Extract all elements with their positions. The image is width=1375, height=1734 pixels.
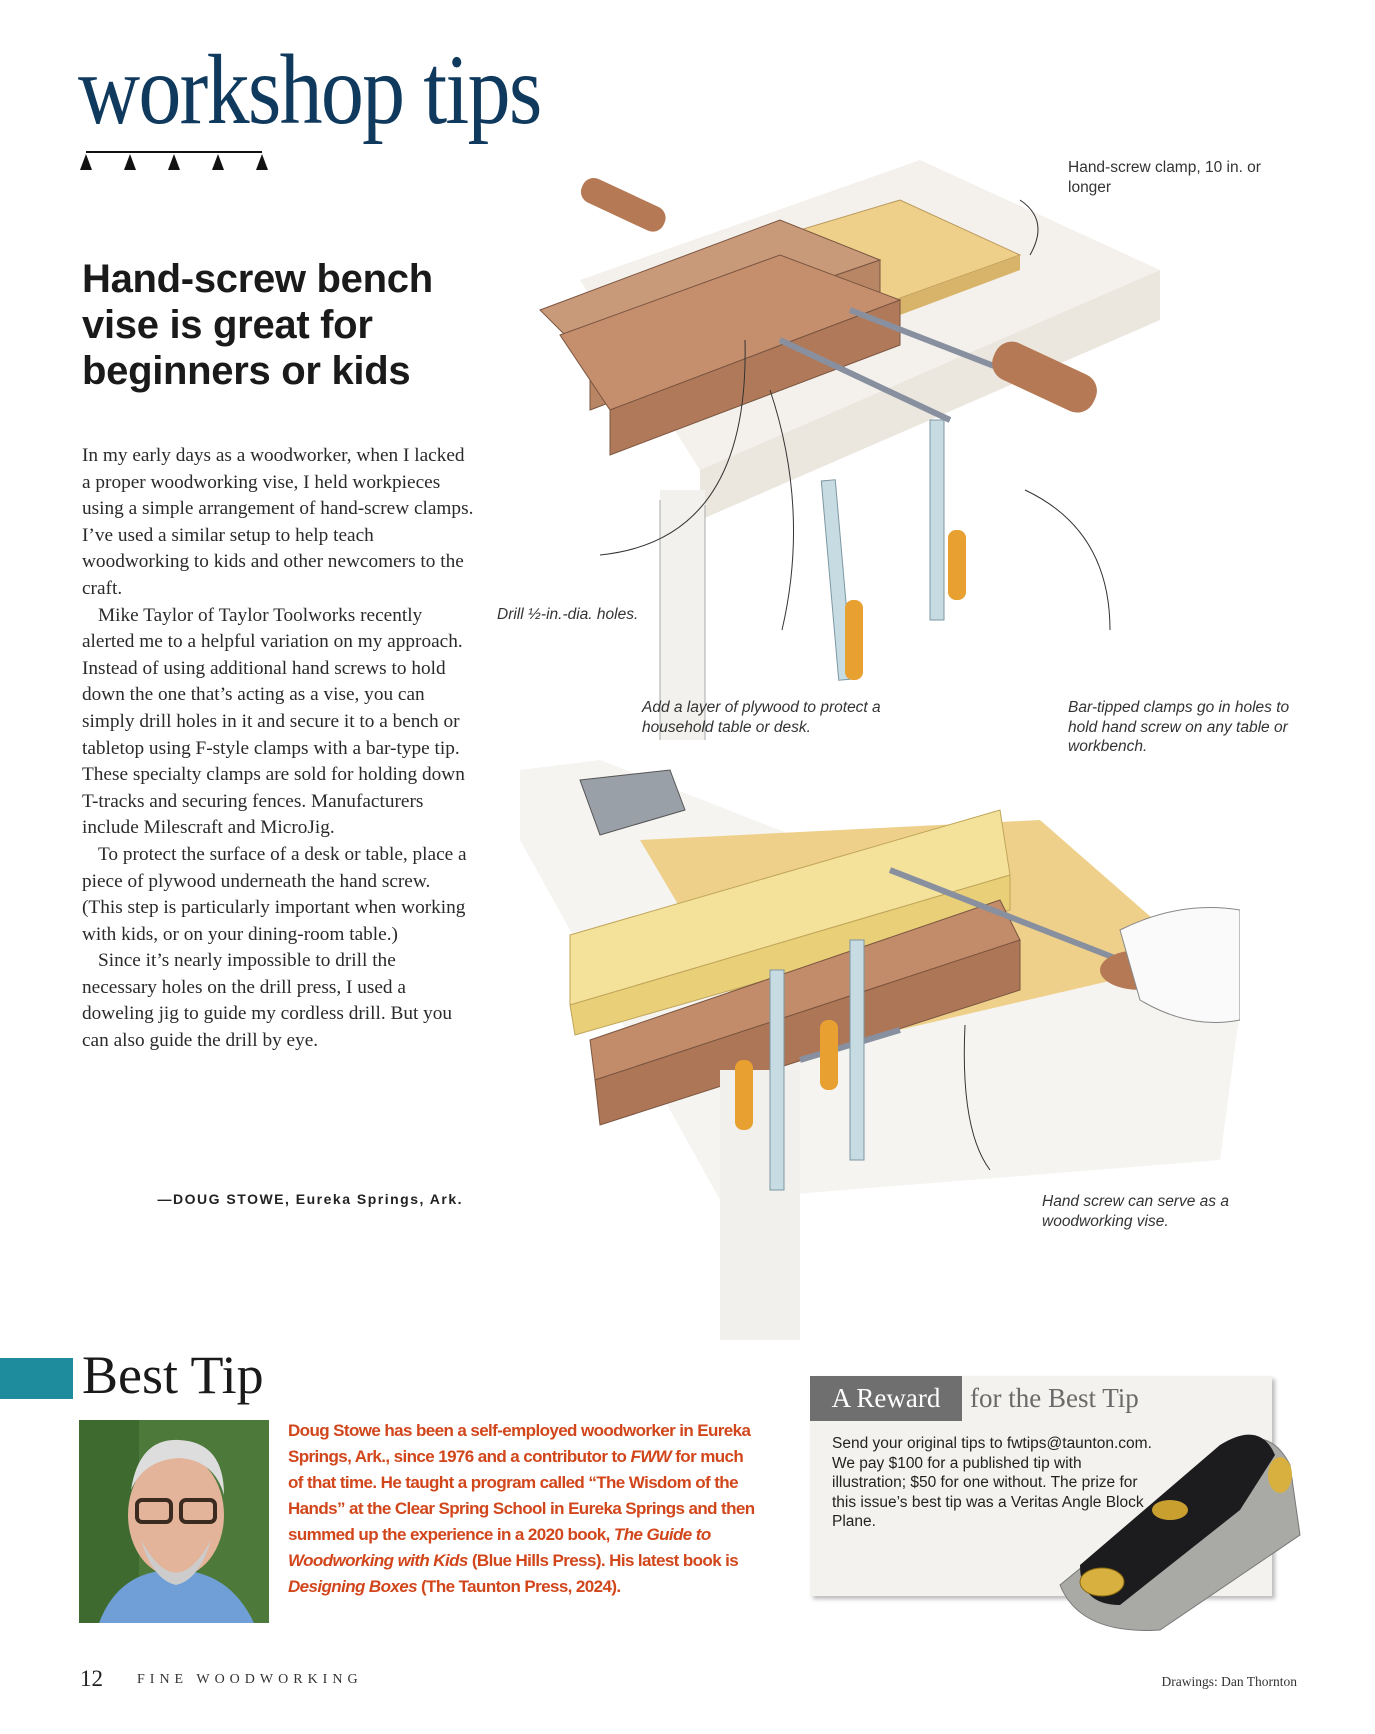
page-number: 12 <box>80 1666 103 1691</box>
paragraph: To protect the surface of a desk or tabl… <box>82 843 467 945</box>
label-drill-holes: Drill ½-in.-dia. holes. <box>497 606 639 623</box>
label-vise: Hand screw can serve as a woodworking vi… <box>1042 1193 1229 1230</box>
vise-in-use-illustration <box>520 760 1240 1340</box>
author-photo <box>79 1420 269 1623</box>
bio-book-title: The Guide to Woodworking with Kids <box>288 1525 711 1570</box>
label-plywood: Add a layer of plywood to protect a hous… <box>642 699 881 736</box>
bio-text: for much of that time. He taught a progr… <box>288 1447 755 1544</box>
paragraph: Mike Taylor of Taylor Toolworks recently… <box>82 604 465 839</box>
reward-title: A Reward <box>810 1376 962 1421</box>
block-plane-image <box>1059 1434 1301 1631</box>
bio-book-title: Designing Boxes <box>288 1577 418 1596</box>
paragraph: Since it’s nearly impossible to drill th… <box>82 950 453 1052</box>
magazine-name: FINE WOODWORKING <box>137 1672 363 1687</box>
ruler-icon <box>80 151 268 170</box>
reward-subtitle: for the Best Tip <box>970 1383 1139 1413</box>
label-bar-tipped-clamps: Bar-tipped clamps go in holes to hold ha… <box>1068 699 1290 755</box>
bio-text: (Blue Hills Press). His latest book is <box>467 1551 739 1570</box>
bio-text: Doug Stowe has been a self-employed wood… <box>288 1421 751 1466</box>
department-title: workshop tips <box>78 34 542 145</box>
hand-screw-clamp-illustration <box>520 160 1240 750</box>
teal-accent-bar <box>0 1358 73 1399</box>
bio-text: (The Taunton Press, 2024). <box>416 1577 621 1596</box>
attribution: —DOUG STOWE, Eureka Springs, Ark. <box>157 1191 463 1207</box>
article-body: In my early days as a woodworker, when I… <box>82 443 474 1055</box>
bio-italic: FWW <box>630 1447 672 1466</box>
paragraph: In my early days as a woodworker, when I… <box>82 445 474 599</box>
reward-text: Send your original tips to fwtips@taunto… <box>832 1435 1152 1530</box>
author-bio: Doug Stowe has been a self-employed wood… <box>288 1418 758 1600</box>
best-tip-title: Best Tip <box>82 1345 264 1405</box>
illustration-credit: Drawings: Dan Thornton <box>1161 1674 1297 1689</box>
article-headline: Hand-screw bench vise is great for begin… <box>82 257 433 393</box>
label-hand-screw-clamp: Hand-screw clamp, 10 in. or longer <box>1068 159 1261 196</box>
